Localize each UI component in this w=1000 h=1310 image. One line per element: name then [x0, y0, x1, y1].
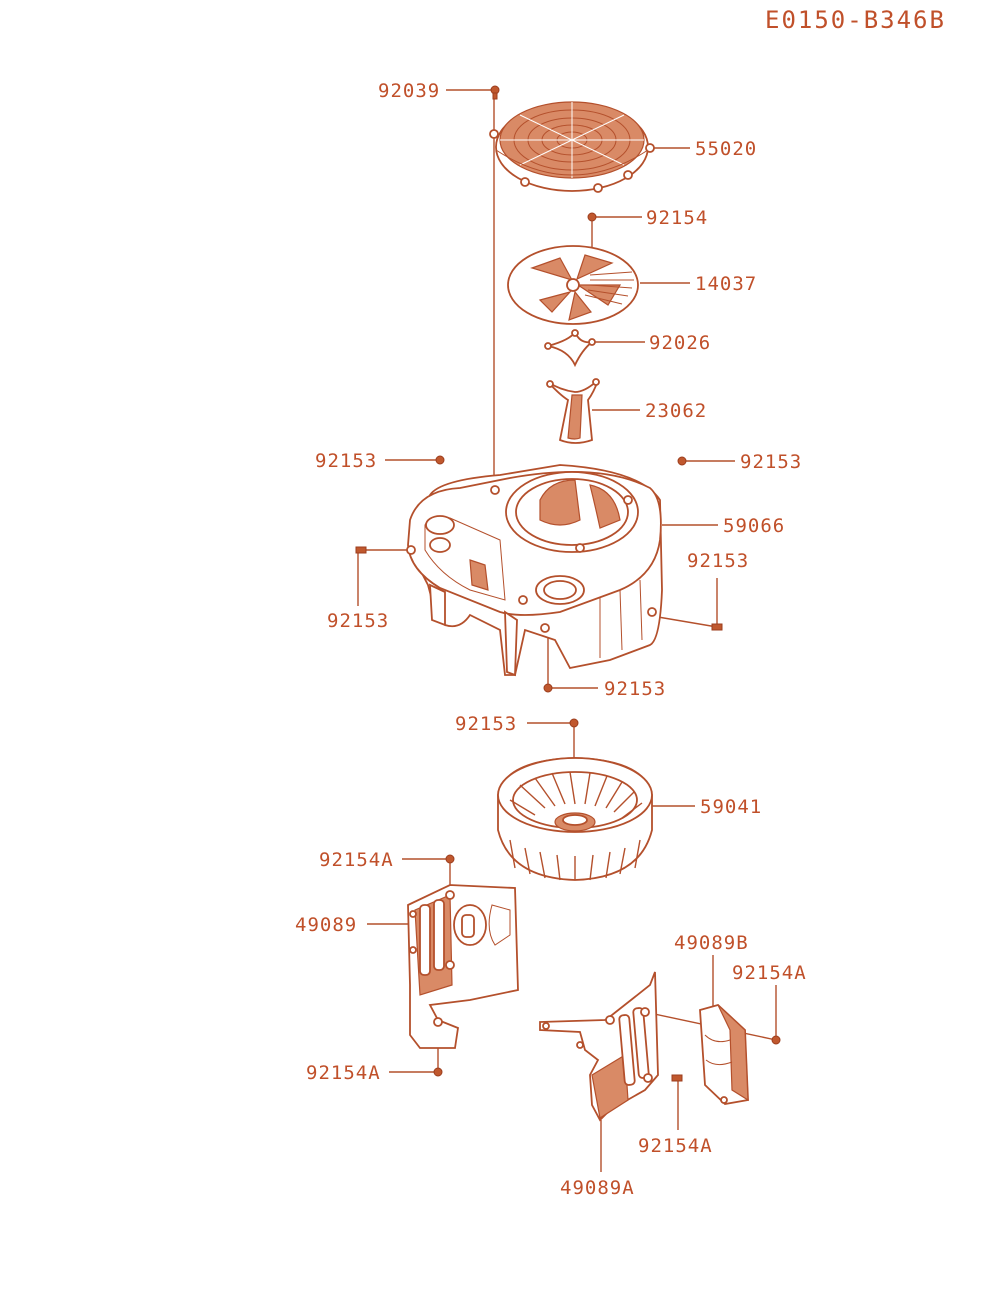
callout-label: 92026: [649, 332, 711, 354]
cover-49089B: [699, 1003, 749, 1105]
callout-label: 92154A: [732, 962, 807, 984]
callout-label: 92153: [455, 713, 517, 735]
callout-label: 92153: [687, 550, 749, 572]
fan-housing-59066: [406, 464, 663, 677]
callout-label: 55020: [695, 138, 757, 160]
callout-label: 92154: [646, 207, 708, 229]
callout-label: 14037: [695, 273, 757, 295]
callout-label: 49089A: [560, 1177, 635, 1199]
screw-92039: [490, 85, 500, 100]
fan-59041: [497, 757, 653, 881]
bolt-92154: [587, 212, 597, 222]
callout-label: 92154A: [306, 1062, 381, 1084]
bolts-92154A: [433, 854, 781, 1082]
callout-label: 92153: [315, 450, 377, 472]
cover-49089: [407, 884, 519, 1049]
callout-label: 92039: [378, 80, 440, 102]
holder-23062: [546, 378, 600, 444]
callout-label: 23062: [645, 400, 707, 422]
bolts-92153: [355, 455, 723, 728]
callout-label: 92153: [740, 451, 802, 473]
callout-label: 59041: [700, 796, 762, 818]
callout-label: 92153: [604, 678, 666, 700]
diagram-code: E0150-B346B: [765, 6, 946, 34]
callout-label: 49089B: [674, 932, 749, 954]
callout-labels: 92039 55020 92154 14037 92026 23062 9215…: [295, 80, 807, 1199]
plate-92026: [544, 329, 596, 368]
callout-label: 92154A: [638, 1135, 713, 1157]
cover-49089A: [539, 971, 659, 1122]
callout-label: 92153: [327, 610, 389, 632]
fan-plate-14037: [507, 245, 639, 325]
callout-label: 92154A: [319, 849, 394, 871]
callout-label: 59066: [723, 515, 785, 537]
rotating-screen-55020: [489, 101, 655, 193]
callout-label: 49089: [295, 914, 357, 936]
